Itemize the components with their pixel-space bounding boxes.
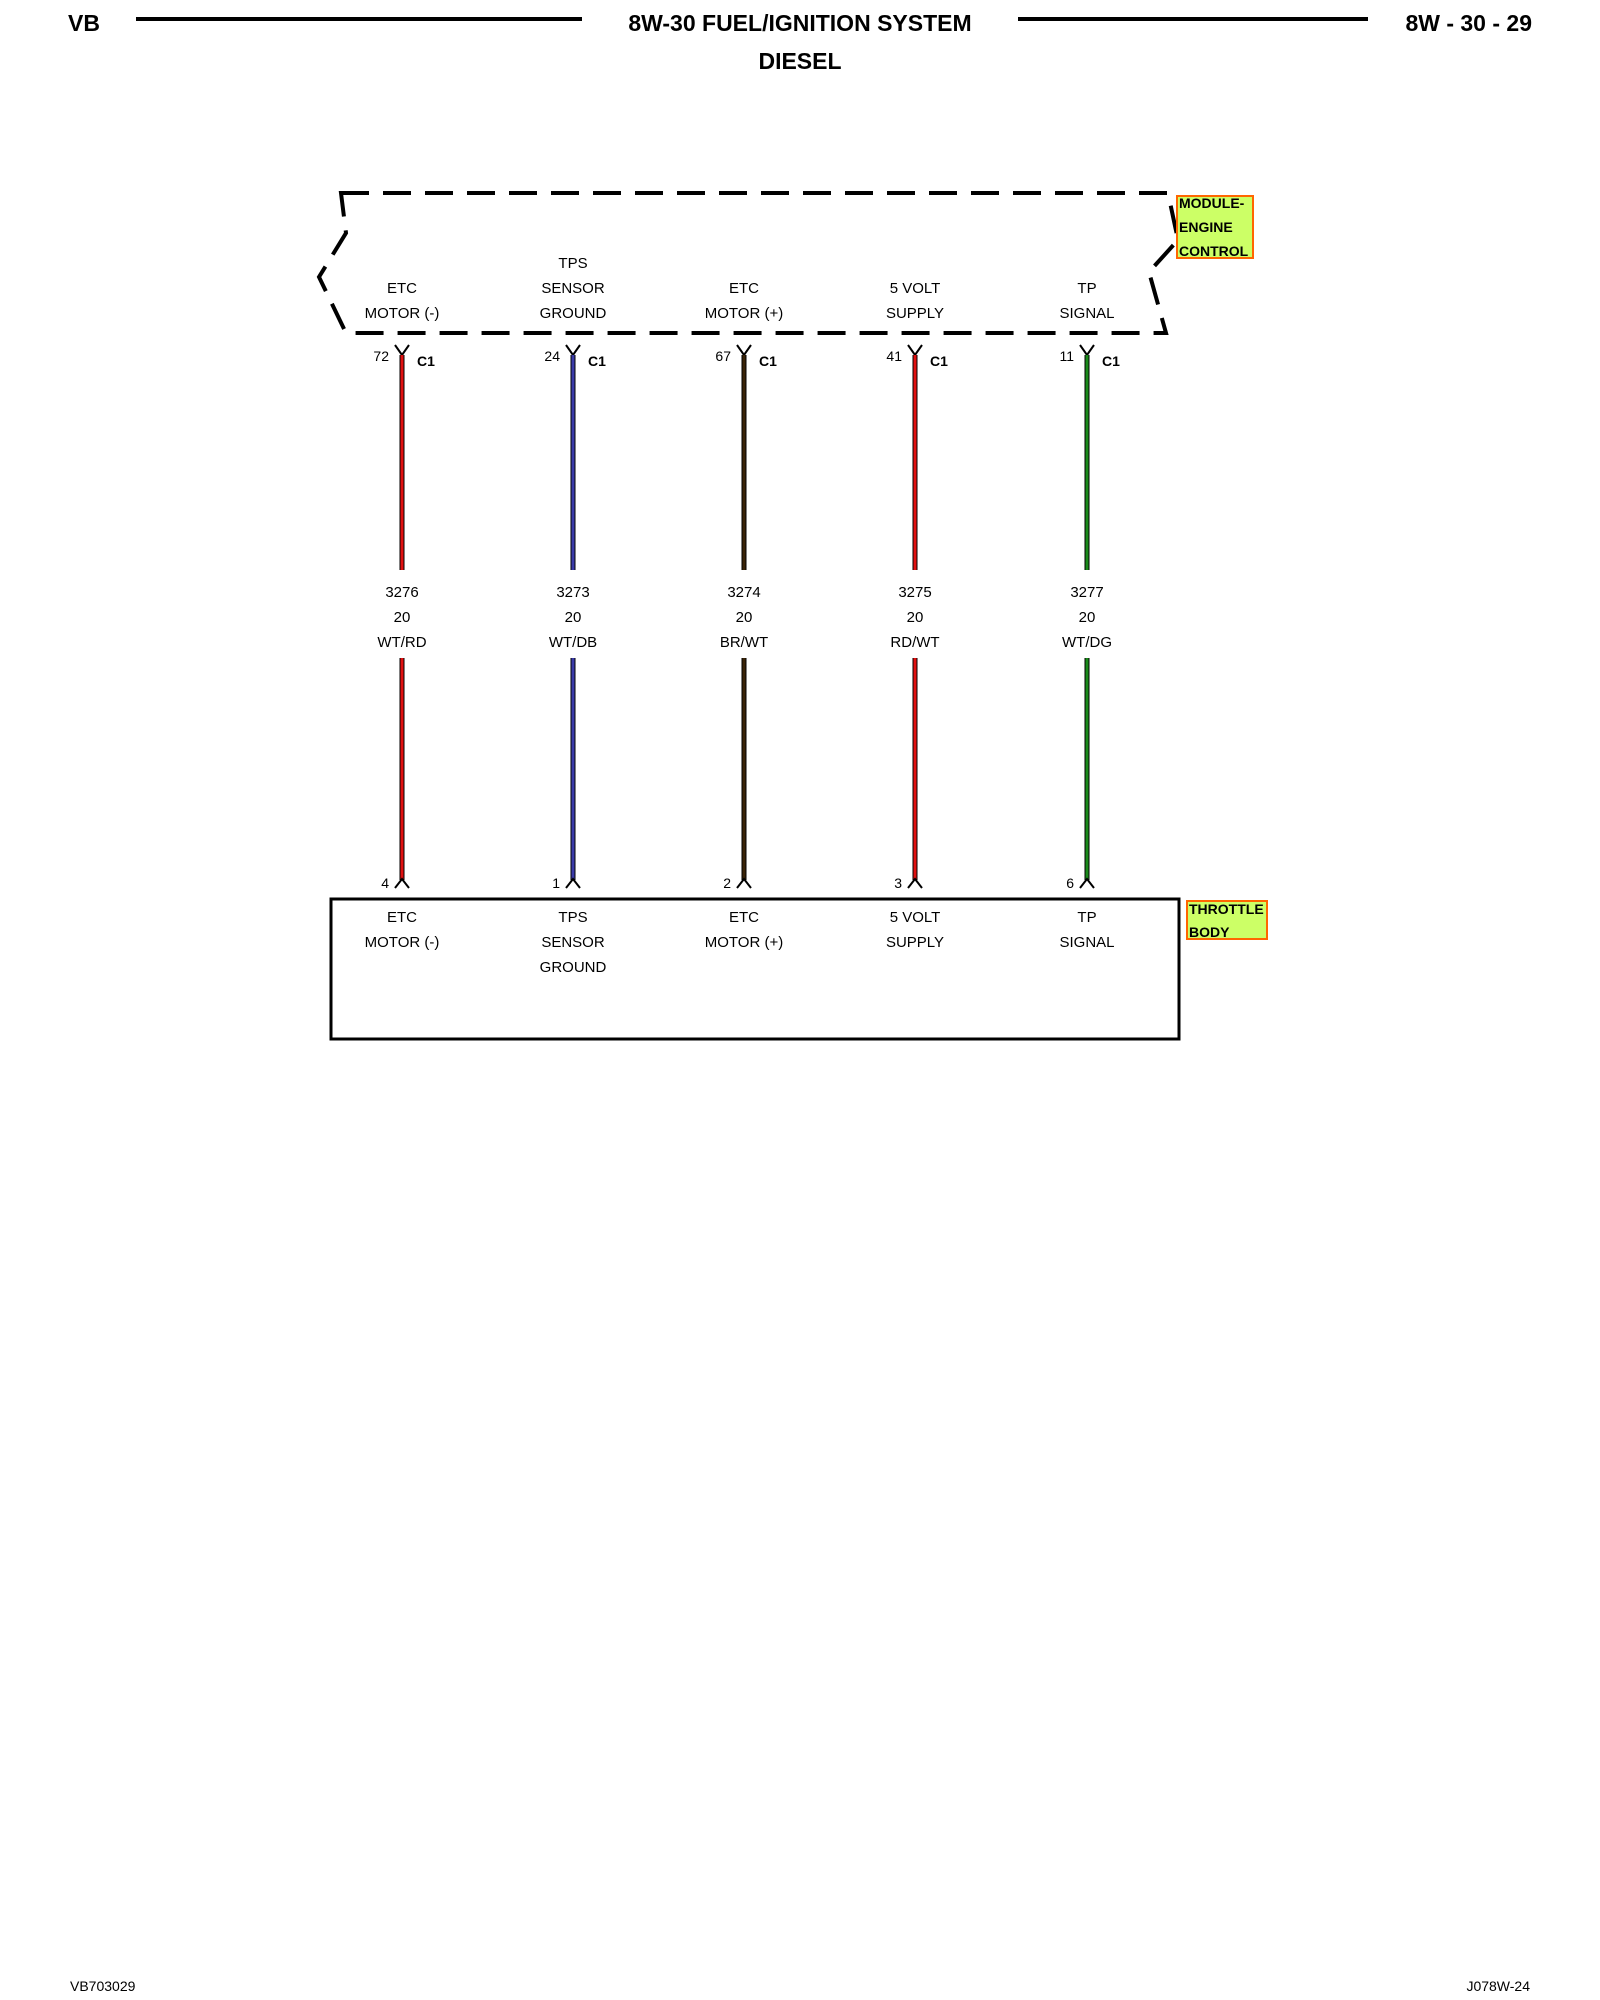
throttle-pin-label: MOTOR (-) (365, 934, 440, 951)
header-rule-right (1018, 17, 1368, 21)
throttle-pin-label: ETC (729, 909, 759, 926)
throttle-body-box (329, 897, 1181, 1041)
module-pin-label: 5 VOLT (890, 280, 941, 297)
page-number: 8W - 30 - 29 (1405, 10, 1532, 36)
module-name-line: CONTROL (1179, 243, 1249, 259)
figure-id: VB703029 (70, 1978, 136, 1994)
circuit-number: 3273 (556, 584, 589, 601)
throttle-connector-symbol (394, 877, 410, 889)
throttle-pin-label: 5 VOLT (890, 909, 941, 926)
throttle-connector-symbol (736, 877, 752, 889)
module-pin-label: TPS (558, 255, 587, 272)
module-pin-label: MOTOR (+) (705, 305, 783, 322)
wire-gauge: 20 (394, 609, 411, 626)
module-pin-label: SIGNAL (1059, 305, 1114, 322)
circuit-number: 3275 (898, 584, 931, 601)
module-pin-number: 24 (544, 348, 560, 364)
module-pin-label: MOTOR (-) (365, 305, 440, 322)
connector-id: C1 (417, 353, 435, 369)
module-pin-number: 72 (373, 348, 389, 364)
module-connector-symbol (394, 344, 410, 357)
throttle-pin-label: ETC (387, 909, 417, 926)
throttle-pin-label: SENSOR (541, 934, 605, 951)
circuit-number: 3276 (385, 584, 418, 601)
module-name-line: MODULE- (1179, 195, 1245, 211)
module-pin-label: SENSOR (541, 280, 605, 297)
module-pin-label: ETC (387, 280, 417, 297)
throttle-pin-label: GROUND (540, 959, 607, 976)
circuit-number: 3277 (1070, 584, 1103, 601)
throttle-name-line: BODY (1189, 924, 1230, 940)
module-engine-control-tag: MODULE- ENGINE CONTROL (1176, 195, 1254, 259)
wire-color-code: WT/DG (1062, 634, 1112, 651)
throttle-pin-label: MOTOR (+) (705, 934, 783, 951)
section-code: VB (68, 10, 100, 36)
throttle-name-line: THROTTLE (1189, 901, 1264, 917)
module-connector-symbol (565, 344, 581, 357)
throttle-pin-label: TP (1077, 909, 1096, 926)
module-pin-label: TP (1077, 280, 1096, 297)
module-pin-label: GROUND (540, 305, 607, 322)
module-pin-label: ETC (729, 280, 759, 297)
page-title: 8W-30 FUEL/IGNITION SYSTEM (628, 10, 972, 36)
wire-gauge: 20 (736, 609, 753, 626)
throttle-connector-symbol (1079, 877, 1095, 889)
throttle-pin-label: TPS (558, 909, 587, 926)
wire-gauge: 20 (907, 609, 924, 626)
module-pin-number: 11 (1059, 348, 1074, 364)
connector-id: C1 (1102, 353, 1120, 369)
wire-gauge: 20 (565, 609, 582, 626)
throttle-connector-symbol (907, 877, 923, 889)
page-subtitle: DIESEL (758, 48, 842, 74)
wire-color-code: WT/DB (549, 634, 597, 651)
throttle-pin-label: SIGNAL (1059, 934, 1114, 951)
header-rule-left (136, 17, 582, 21)
connector-id: C1 (759, 353, 777, 369)
throttle-pin-number: 3 (894, 875, 902, 891)
module-pin-number: 67 (715, 348, 731, 364)
throttle-connector-symbol (565, 877, 581, 889)
throttle-pin-number: 2 (723, 875, 731, 891)
throttle-body-tag: THROTTLE BODY (1186, 900, 1268, 940)
throttle-pin-number: 6 (1066, 875, 1074, 891)
module-connector-symbol (1079, 344, 1095, 357)
circuit-number: 3274 (727, 584, 760, 601)
module-pin-label: SUPPLY (886, 305, 944, 322)
wire-color-code: WT/RD (377, 634, 426, 651)
wire-gauge: 20 (1079, 609, 1096, 626)
module-pin-number: 41 (886, 348, 902, 364)
module-engine-control-outline (316, 191, 1181, 335)
module-connector-symbol (907, 344, 923, 357)
wire-color-code: BR/WT (720, 634, 768, 651)
throttle-pin-number: 4 (381, 875, 389, 891)
connector-id: C1 (588, 353, 606, 369)
module-connector-symbol (736, 344, 752, 357)
module-name-line: ENGINE (1179, 219, 1233, 235)
wire-color-code: RD/WT (890, 634, 939, 651)
throttle-pin-number: 1 (552, 875, 560, 891)
document-id: J078W-24 (1466, 1978, 1530, 1994)
throttle-pin-label: SUPPLY (886, 934, 944, 951)
connector-id: C1 (930, 353, 948, 369)
